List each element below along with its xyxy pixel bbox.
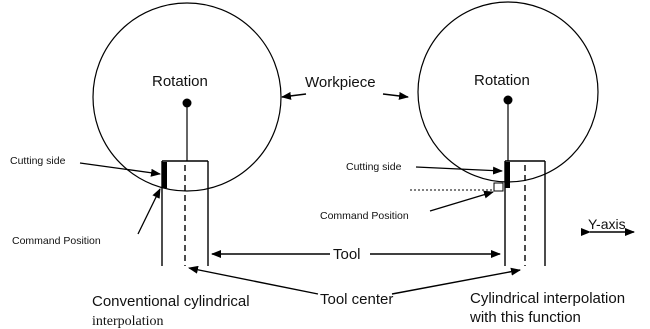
left-cutting-side-label: Cutting side [10, 155, 66, 167]
right-cutting-side-arrow [415, 166, 503, 175]
left-rotation-label: Rotation [152, 73, 208, 90]
right-workpiece: Rotation [417, 1, 599, 183]
tool-callout: Tool [211, 246, 501, 263]
right-cutting-side-label: Cutting side [346, 161, 402, 173]
tool-label: Tool [333, 246, 361, 263]
right-caption: Cylindrical interpolation with this func… [469, 290, 625, 326]
right-command-position-arrow [429, 190, 494, 212]
y-axis-label: Y-axis [588, 216, 626, 232]
tool-center-arrow-left [188, 265, 319, 295]
right-tool [410, 160, 546, 266]
left-cutting-side-callout: Cutting side [10, 155, 161, 177]
y-axis-indicator: Y-axis [581, 216, 635, 236]
left-command-position-arrow [137, 188, 161, 235]
right-caption-line1: Cylindrical interpolation [470, 290, 625, 307]
tool-center-arrow-right [391, 267, 521, 295]
right-cutting-side-callout: Cutting side [346, 161, 503, 175]
right-cutting-edge [505, 162, 510, 188]
left-caption: Conventional cylindrical interpolation [92, 293, 250, 329]
tool-center-label: Tool center [320, 291, 393, 308]
left-workpiece: Rotation [92, 2, 282, 192]
workpiece-label: Workpiece [305, 74, 376, 91]
workpiece-arrow-left [281, 91, 307, 100]
left-tool [161, 160, 209, 266]
right-caption-line2: with this function [469, 309, 581, 326]
left-command-position-label: Command Position [12, 235, 101, 247]
workpiece-callout: Workpiece [281, 74, 409, 100]
left-command-position-callout: Command Position [12, 188, 161, 247]
workpiece-arrow-right [382, 91, 409, 100]
left-workpiece-circle [92, 2, 282, 192]
left-cutting-edge [162, 162, 167, 188]
right-command-position-callout: Command Position [320, 190, 494, 222]
left-cutting-side-arrow [79, 162, 161, 177]
tool-center-callout: Tool center [188, 265, 521, 308]
right-command-position-marker [493, 182, 504, 192]
right-command-position-label: Command Position [320, 210, 409, 222]
left-caption-line1: Conventional cylindrical [92, 293, 250, 310]
right-rotation-label: Rotation [474, 72, 530, 89]
left-caption-line2: interpolation [92, 314, 164, 329]
